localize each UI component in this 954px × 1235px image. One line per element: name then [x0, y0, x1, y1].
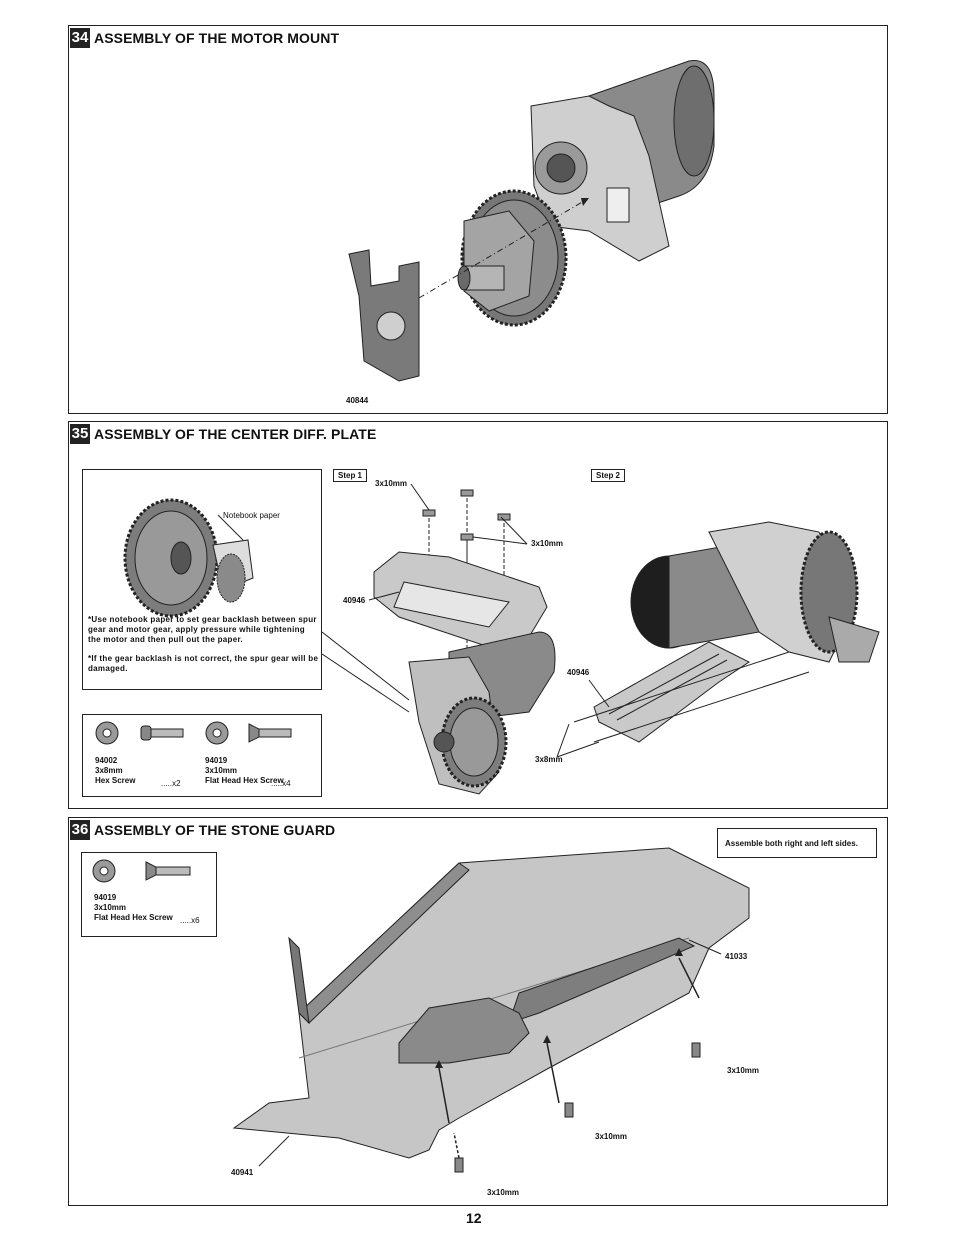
note-text: Assemble both right and left sides. — [725, 839, 858, 848]
part-number-label: 40946 — [567, 668, 590, 677]
part-code: 94019 — [205, 756, 228, 765]
step-35-header: 35 ASSEMBLY OF THE CENTER DIFF. PLATE — [70, 424, 376, 444]
notebook-paper-label: Notebook paper — [223, 511, 280, 520]
part-quantity: .....x6 — [180, 916, 200, 925]
step-title: ASSEMBLY OF THE MOTOR MOUNT — [94, 30, 340, 46]
part-number-label: 41033 — [725, 952, 748, 961]
part-number-label: 40946 — [343, 596, 366, 605]
part-size: 3x8mm — [95, 766, 123, 775]
motor-mount-illustration — [348, 59, 715, 382]
spur-gear-drawing — [457, 189, 568, 327]
step-36-panel: 36 ASSEMBLY OF THE STONE GUARD Assemble … — [68, 817, 888, 1206]
part-name: Hex Screw — [95, 776, 136, 785]
part-quantity: .....x4 — [271, 779, 291, 788]
part-code: 94002 — [95, 756, 118, 765]
step-title: ASSEMBLY OF THE CENTER DIFF. PLATE — [94, 426, 377, 442]
step-2-tag: Step 2 — [591, 469, 626, 482]
page-number: 12 — [466, 1210, 482, 1226]
flat-head-screw-icon — [205, 721, 292, 745]
step2-assembly — [573, 521, 880, 743]
screw-size-label: 3x10mm — [531, 539, 564, 548]
screw-size-label: 3x10mm — [595, 1132, 628, 1141]
parts-box: 94002 3x8mm Hex Screw .....x2 94019 3x10… — [82, 714, 322, 797]
screw-size-label: 3x10mm — [487, 1188, 520, 1197]
part-name: Flat Head Hex Screw — [94, 913, 173, 922]
part-number-label: 40844 — [346, 396, 369, 405]
flat-head-screw-icon — [92, 859, 191, 883]
step-34-panel: 34 ASSEMBLY OF THE MOTOR MOUNT — [68, 25, 888, 414]
part-number-label: 40941 — [231, 1168, 254, 1177]
screw-size-label: 3x8mm — [535, 755, 563, 764]
assemble-both-sides-note: Assemble both right and left sides. — [717, 828, 877, 858]
bearing-plate-drawing — [348, 249, 420, 382]
step-1-tag: Step 1 — [333, 469, 368, 482]
motor-mount-drawing — [530, 95, 670, 262]
part-name: Flat Head Hex Screw — [205, 776, 284, 785]
step-number: 35 — [70, 424, 90, 444]
hex-screw-icon — [95, 721, 184, 745]
step-title: ASSEMBLY OF THE STONE GUARD — [94, 822, 336, 838]
step-number: 34 — [70, 28, 90, 48]
part-size: 3x10mm — [205, 766, 238, 775]
gear-backlash-tip-box: Notebook paper *Use notebook paper to se… — [82, 469, 322, 690]
step-36-header: 36 ASSEMBLY OF THE STONE GUARD — [70, 820, 335, 840]
backlash-warning: *If the gear backlash is not correct, th… — [88, 654, 319, 673]
step-35-panel: 35 ASSEMBLY OF THE CENTER DIFF. PLATE No… — [68, 421, 888, 809]
screw-size-label: 3x10mm — [375, 479, 408, 488]
step-number: 36 — [70, 820, 90, 840]
diff-plate-illustration — [321, 483, 880, 795]
step-34-header: 34 ASSEMBLY OF THE MOTOR MOUNT — [70, 28, 339, 48]
backlash-illustration — [123, 498, 254, 618]
screw-size-label: 3x10mm — [727, 1066, 760, 1075]
step1-assembly — [408, 631, 556, 795]
part-quantity: .....x2 — [161, 779, 181, 788]
part-size: 3x10mm — [94, 903, 127, 912]
part-code: 94019 — [94, 893, 117, 902]
stone-guard-illustration — [232, 847, 750, 1173]
backlash-note: *Use notebook paper to set gear backlash… — [88, 615, 317, 644]
parts-box: 94019 3x10mm Flat Head Hex Screw .....x6 — [81, 852, 217, 937]
